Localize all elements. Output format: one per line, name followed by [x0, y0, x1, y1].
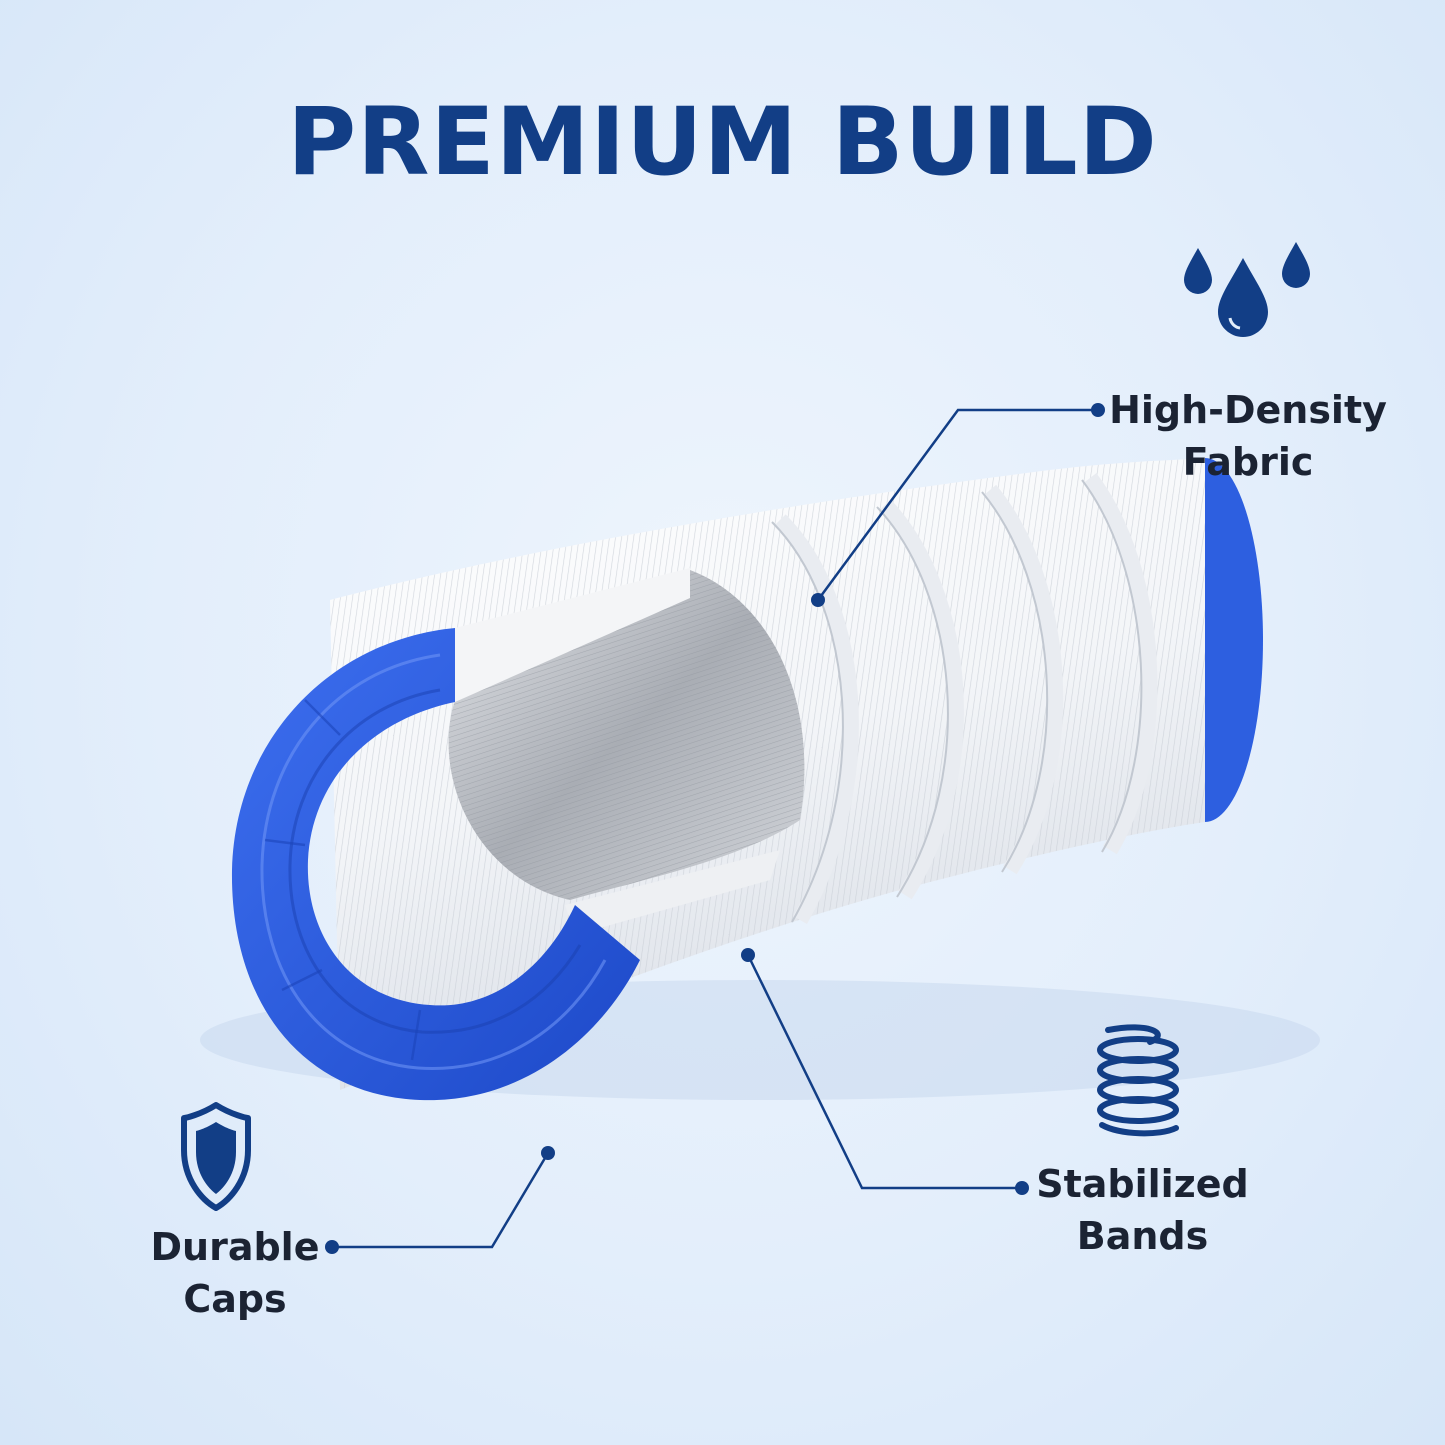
water-drops-icon: [1184, 242, 1310, 337]
callout-line: Bands: [1076, 1214, 1209, 1258]
callout-line: High-Density: [1109, 388, 1387, 432]
callout-line: Fabric: [1182, 440, 1314, 484]
page-title: PREMIUM BUILD: [287, 88, 1158, 197]
callout-stabilized-bands: Stabilized Bands: [1035, 1158, 1250, 1262]
coil-spring-icon: [1097, 1024, 1179, 1137]
leader-stabilized: [746, 954, 1022, 1190]
callout-line: Durable: [150, 1225, 320, 1269]
cut-wall-bottom: [565, 850, 780, 935]
cut-wall-top: [455, 568, 690, 702]
callout-line: Stabilized: [1036, 1162, 1249, 1206]
shield-icon: [181, 1102, 251, 1211]
leader-durable: [332, 1152, 550, 1249]
leader-high-density: [816, 408, 1098, 601]
callout-durable-caps: Durable Caps: [140, 1221, 330, 1325]
callout-high-density-fabric: High-Density Fabric: [1108, 384, 1388, 488]
stabilized-bands: [774, 473, 1158, 924]
callout-line: Caps: [183, 1277, 287, 1321]
